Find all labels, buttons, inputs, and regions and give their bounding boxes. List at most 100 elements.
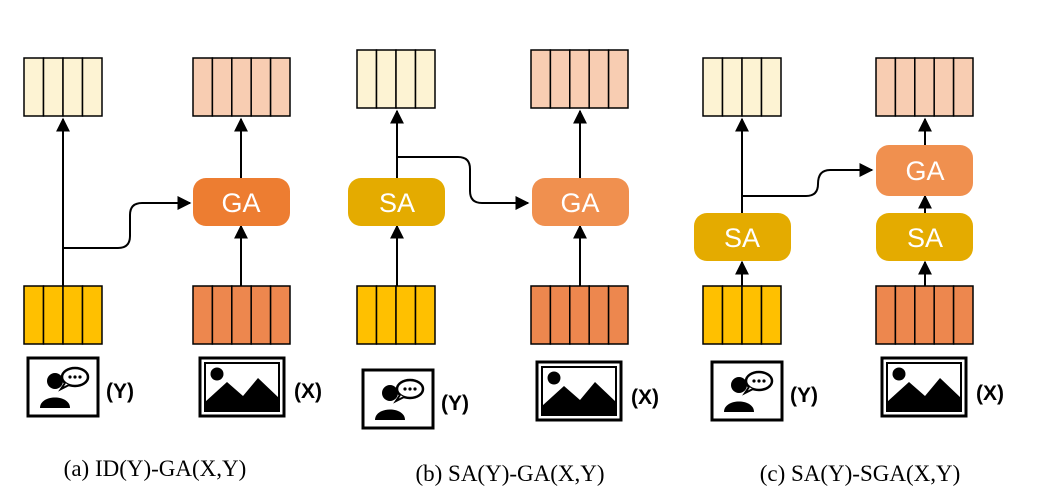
modality-y-label: (Y) bbox=[441, 392, 469, 415]
token-cell bbox=[721, 57, 743, 117]
image-icon bbox=[535, 360, 623, 422]
token-cell bbox=[356, 285, 378, 345]
token-cell bbox=[414, 49, 436, 109]
token-cell bbox=[760, 57, 782, 117]
token-row-output-x bbox=[192, 57, 291, 117]
token-row-output-y bbox=[23, 57, 103, 117]
token-cell bbox=[530, 49, 552, 109]
arrow-sa-to-ga bbox=[397, 156, 530, 210]
token-cell bbox=[530, 285, 552, 345]
token-row-output-x bbox=[530, 49, 629, 109]
token-cell bbox=[414, 285, 436, 345]
token-cell bbox=[702, 285, 724, 345]
token-row-input-y bbox=[23, 285, 103, 345]
token-cell bbox=[23, 285, 45, 345]
token-cell bbox=[952, 285, 974, 345]
modality-y-label: (Y) bbox=[106, 380, 134, 403]
token-cell bbox=[894, 57, 916, 117]
token-cell bbox=[569, 285, 590, 345]
ga-label: GA bbox=[221, 188, 260, 218]
token-cell bbox=[914, 285, 935, 345]
sa-label: SA bbox=[724, 223, 760, 253]
token-cell bbox=[588, 285, 610, 345]
sa-block: SA bbox=[348, 178, 445, 226]
person-speech-icon bbox=[361, 368, 435, 430]
ga-label: GA bbox=[560, 188, 599, 218]
modality-x-label: (X) bbox=[631, 386, 659, 409]
token-cell bbox=[231, 57, 252, 117]
person-speech-icon bbox=[710, 360, 784, 422]
token-cell bbox=[395, 49, 417, 109]
token-cell bbox=[588, 49, 610, 109]
token-row-input-x bbox=[192, 285, 291, 345]
token-cell bbox=[81, 285, 103, 345]
ga-block: GA bbox=[876, 145, 973, 196]
token-cell bbox=[192, 57, 214, 117]
token-cell bbox=[702, 57, 724, 117]
person-speech-icon bbox=[26, 356, 100, 418]
token-cell bbox=[721, 285, 743, 345]
panel-b: SA GA (Y) (X) (b) SA(Y)-GA(X,Y) bbox=[348, 49, 659, 486]
token-cell bbox=[269, 57, 291, 117]
caption-a: (a) ID(Y)-GA(X,Y) bbox=[64, 456, 247, 481]
sa-block-x: SA bbox=[876, 213, 973, 261]
token-row-input-y bbox=[356, 285, 436, 345]
token-cell bbox=[933, 57, 955, 117]
modality-x-label: (X) bbox=[976, 382, 1004, 405]
token-row-output-y bbox=[702, 57, 782, 117]
sa-label: SA bbox=[907, 223, 943, 253]
token-cell bbox=[741, 57, 763, 117]
token-cell bbox=[741, 285, 763, 345]
token-row-input-x bbox=[875, 285, 974, 345]
token-cell bbox=[875, 57, 897, 117]
panel-a: GA (Y) (X) (a) ID(Y)-GA(X,Y) bbox=[23, 57, 322, 481]
token-cell bbox=[231, 285, 252, 345]
modality-y-label: (Y) bbox=[790, 384, 818, 407]
modality-x-label: (X) bbox=[294, 380, 322, 403]
arrow-y-to-ga bbox=[63, 196, 192, 249]
token-cell bbox=[211, 57, 233, 117]
token-cell bbox=[192, 285, 214, 345]
token-cell bbox=[42, 57, 64, 117]
token-cell bbox=[250, 57, 272, 117]
token-cell bbox=[607, 285, 629, 345]
token-row-input-y bbox=[702, 285, 782, 345]
token-row-output-y bbox=[356, 49, 436, 109]
token-cell bbox=[569, 49, 590, 109]
token-cell bbox=[760, 285, 782, 345]
ga-block: GA bbox=[532, 178, 629, 226]
token-cell bbox=[375, 285, 397, 345]
token-cell bbox=[211, 285, 233, 345]
token-cell bbox=[375, 49, 397, 109]
image-icon bbox=[880, 356, 968, 418]
token-cell bbox=[549, 49, 571, 109]
ga-label: GA bbox=[905, 156, 944, 186]
token-cell bbox=[933, 285, 955, 345]
token-cell bbox=[62, 57, 84, 117]
image-icon bbox=[198, 356, 286, 418]
token-cell bbox=[914, 57, 935, 117]
token-cell bbox=[269, 285, 291, 345]
ga-block: GA bbox=[193, 178, 290, 226]
token-row-input-x bbox=[530, 285, 629, 345]
token-cell bbox=[81, 57, 103, 117]
token-cell bbox=[952, 57, 974, 117]
token-cell bbox=[62, 285, 84, 345]
token-row-output-x bbox=[875, 57, 974, 117]
sa-label: SA bbox=[379, 188, 415, 218]
token-cell bbox=[42, 285, 64, 345]
token-cell bbox=[607, 49, 629, 109]
token-cell bbox=[549, 285, 571, 345]
sa-block: SA bbox=[694, 213, 791, 261]
token-cell bbox=[395, 285, 417, 345]
panel-c: SA SA GA (Y) (X) (c) SA(Y)-SGA(X,Y) bbox=[694, 57, 1004, 486]
token-cell bbox=[875, 285, 897, 345]
arrow-sa-to-ga bbox=[742, 163, 874, 197]
token-cell bbox=[23, 57, 45, 117]
caption-b: (b) SA(Y)-GA(X,Y) bbox=[415, 461, 604, 486]
caption-c: (c) SA(Y)-SGA(X,Y) bbox=[760, 461, 961, 486]
token-cell bbox=[894, 285, 916, 345]
token-cell bbox=[356, 49, 378, 109]
